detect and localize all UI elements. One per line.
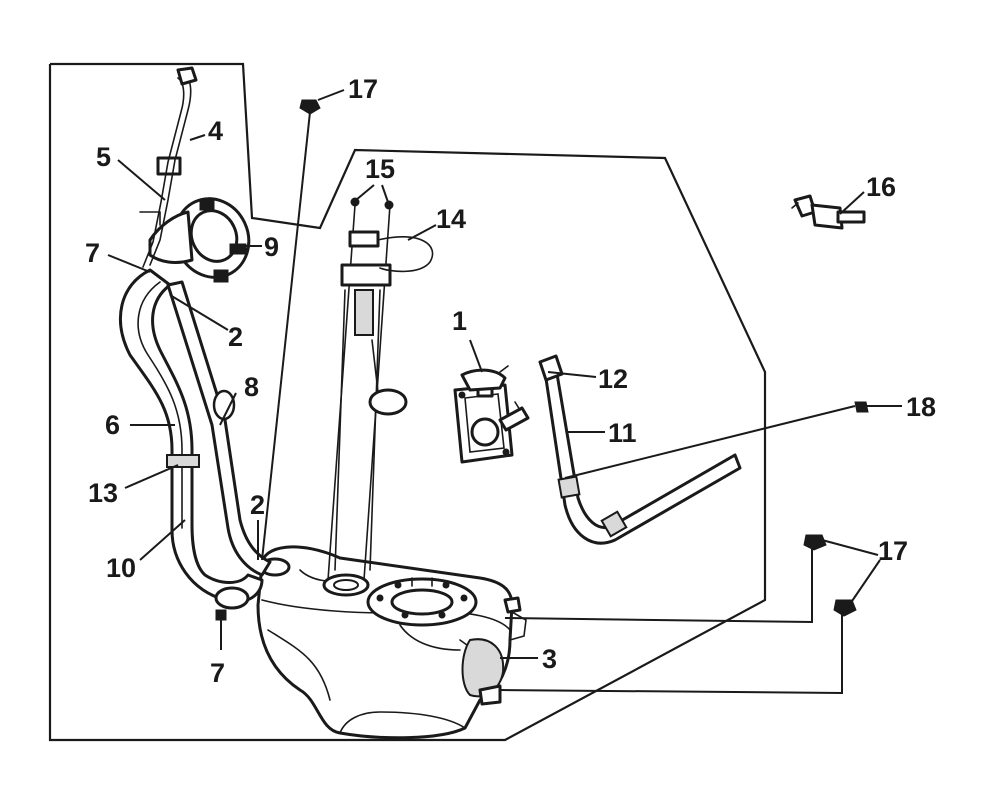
screw-18	[854, 401, 869, 413]
fuel-tank	[256, 545, 527, 740]
callout-11: 11	[608, 418, 637, 448]
breather-tube	[142, 66, 198, 268]
callout-5: 5	[96, 142, 111, 172]
callout-4: 4	[208, 116, 223, 146]
bolt-17-right-lower	[833, 599, 857, 617]
fuel-hose	[538, 354, 742, 545]
callout-8: 8	[244, 372, 259, 402]
filler-housing	[139, 156, 251, 283]
callout-17-right: 17	[878, 536, 908, 566]
callout-13: 13	[88, 478, 118, 508]
callout-15: 15	[365, 154, 395, 184]
callout-17-top: 17	[348, 74, 378, 104]
callout-18: 18	[906, 392, 936, 422]
bolt-17-right-upper	[803, 534, 827, 551]
callout-14: 14	[436, 204, 466, 234]
quick-connector	[791, 194, 866, 230]
callout-7-lower: 7	[210, 658, 225, 688]
fuel-pump	[327, 197, 434, 581]
callout-3: 3	[542, 644, 557, 674]
filler-neck	[118, 268, 264, 610]
callout-7-upper: 7	[85, 238, 100, 268]
callout-16: 16	[866, 172, 896, 202]
callout-labels: 17 15 14 16 1 12 11 18 9 4 5 7 2 8 6 13 …	[85, 74, 936, 688]
vent-hose	[166, 280, 272, 577]
callout-10: 10	[106, 553, 136, 583]
callout-6: 6	[105, 410, 120, 440]
bolt-17-top	[299, 99, 321, 115]
callout-12: 12	[598, 364, 628, 394]
callout-9: 9	[264, 232, 279, 262]
leader-lines	[107, 89, 902, 695]
callout-2-upper: 2	[228, 322, 243, 352]
pressure-regulator	[453, 365, 530, 464]
clip-7-lower	[215, 609, 227, 621]
callout-2-lower: 2	[250, 490, 265, 520]
callout-1: 1	[452, 306, 467, 336]
assembly-frame	[48, 62, 767, 742]
